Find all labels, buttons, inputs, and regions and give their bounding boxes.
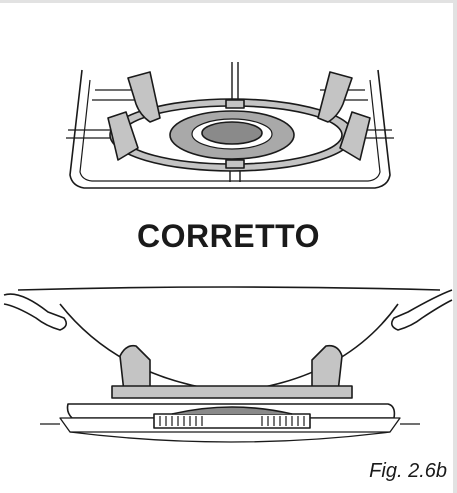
support-arm-left [127,71,161,123]
frame-border-top [0,0,457,3]
wok-support-left [119,344,151,393]
spoke-top [231,62,239,104]
wok-support-bar [111,385,353,399]
frame-border-right [453,0,457,493]
figure-label: Fig. 2.6b [369,460,447,482]
hob-tray-outline [69,69,391,189]
burner-top-view [66,62,394,189]
wok-handle-right [390,289,453,331]
burner-side-cap [171,406,293,415]
wok-support-right [311,344,343,393]
support-arm-right [317,71,353,123]
burner-flame-ports [159,416,305,426]
wok-rim [17,286,441,291]
wok-bowl [59,303,399,393]
burner-cap [201,121,263,145]
wok-on-burner-side-view [3,286,453,443]
support-foot-right [339,111,371,161]
wok-handle-left [3,293,68,331]
support-foot-left [107,111,139,161]
caption-corretto: CORRETTO [137,218,320,254]
